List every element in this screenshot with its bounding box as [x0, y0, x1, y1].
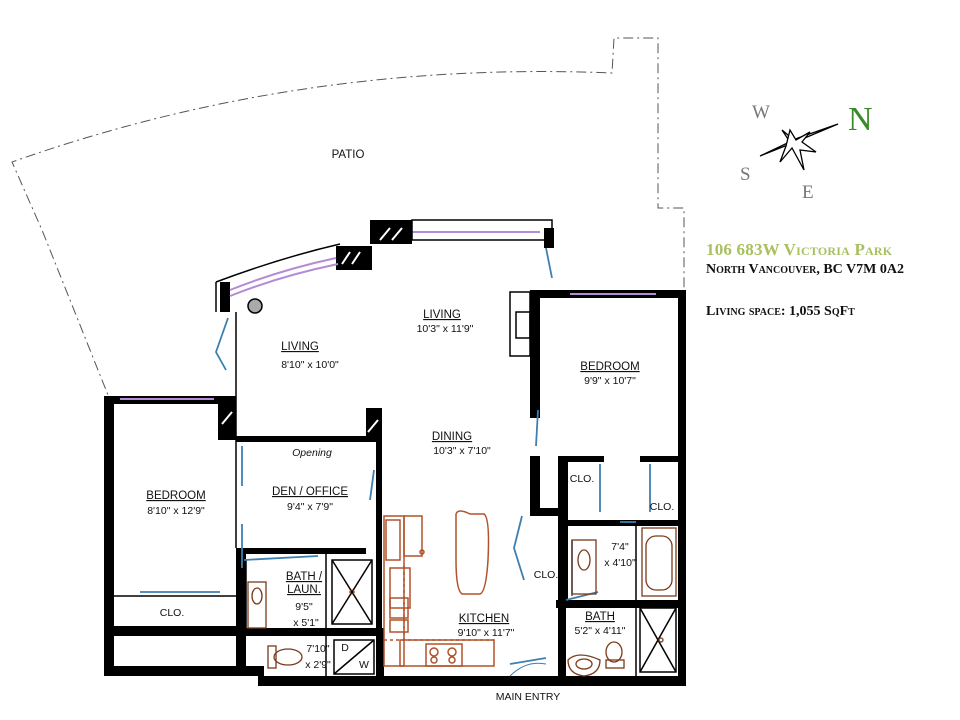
patio-label: PATIO [332, 149, 365, 161]
clo-right-1-label: CLO. [570, 473, 595, 485]
clo-kitchen-label: CLO. [534, 569, 559, 581]
address-block: 106 683W Victoria Park North Vancouver, … [706, 240, 904, 320]
thin-walls [114, 291, 677, 676]
ensuite-dim-2: x 4'10" [604, 557, 636, 569]
bedroom-right-label: BEDROOM [580, 361, 639, 373]
wc-dim-2: x 2'9" [305, 659, 331, 671]
bath-dim: 5'2" x 4'11" [575, 625, 626, 637]
column-hatch [221, 227, 403, 433]
ensuite-dim-1: 7'4" [611, 541, 629, 553]
den-dim: 9'4" x 7'9" [287, 501, 333, 513]
kitchen-dim: 9'10" x 11'7" [458, 627, 515, 639]
washer-label: W [359, 659, 369, 671]
bath-laun-dim-2: x 5'1" [293, 617, 319, 629]
den-label: DEN / OFFICE [272, 486, 348, 498]
bath-fixtures [247, 527, 677, 677]
dining-dim: 10'3" x 7'10" [433, 445, 491, 457]
bath-label: BATH [585, 611, 615, 623]
living-space: Living space: 1,055 SqFt [706, 304, 855, 319]
kitchen-label: KITCHEN [459, 613, 509, 625]
windows [120, 231, 656, 400]
compass-n: N [848, 101, 873, 138]
clo-left-label: CLO. [160, 607, 185, 619]
main-entry-label: MAIN ENTRY [496, 691, 561, 703]
dryer-label: D [341, 642, 349, 654]
living-top-dim: 10'3" x 11'9" [417, 323, 474, 335]
bath-laun-label-2: LAUN. [287, 584, 321, 596]
compass: W S E N [740, 101, 873, 203]
address-line-2: North Vancouver, BC V7M 0A2 [706, 262, 904, 277]
dining-label: DINING [432, 431, 472, 443]
wc-dim-1: 7'10" [306, 643, 330, 655]
bath-laun-dim-1: 9'5" [295, 601, 313, 613]
bedroom-left-dim: 8'10" x 12'9" [147, 505, 205, 517]
bedroom-right-dim: 9'9" x 10'7" [584, 375, 636, 387]
patio-outline [11, 37, 685, 401]
living-top-label: LIVING [423, 309, 461, 321]
living-left-dim: 8'10" x 10'0" [281, 359, 339, 371]
window-frames [215, 219, 553, 312]
living-left-label: LIVING [281, 341, 319, 353]
compass-s: S [740, 164, 751, 185]
kitchen-fixtures [383, 510, 495, 667]
opening-label: Opening [292, 447, 332, 459]
clo-right-2-label: CLO. [650, 501, 675, 513]
compass-w: W [752, 102, 770, 123]
bath-laun-label: BATH / [286, 571, 323, 583]
bedroom-left-label: BEDROOM [146, 490, 205, 502]
address-line-1: 106 683W Victoria Park [706, 240, 893, 259]
compass-star-icon [759, 123, 839, 171]
compass-e: E [802, 182, 814, 203]
